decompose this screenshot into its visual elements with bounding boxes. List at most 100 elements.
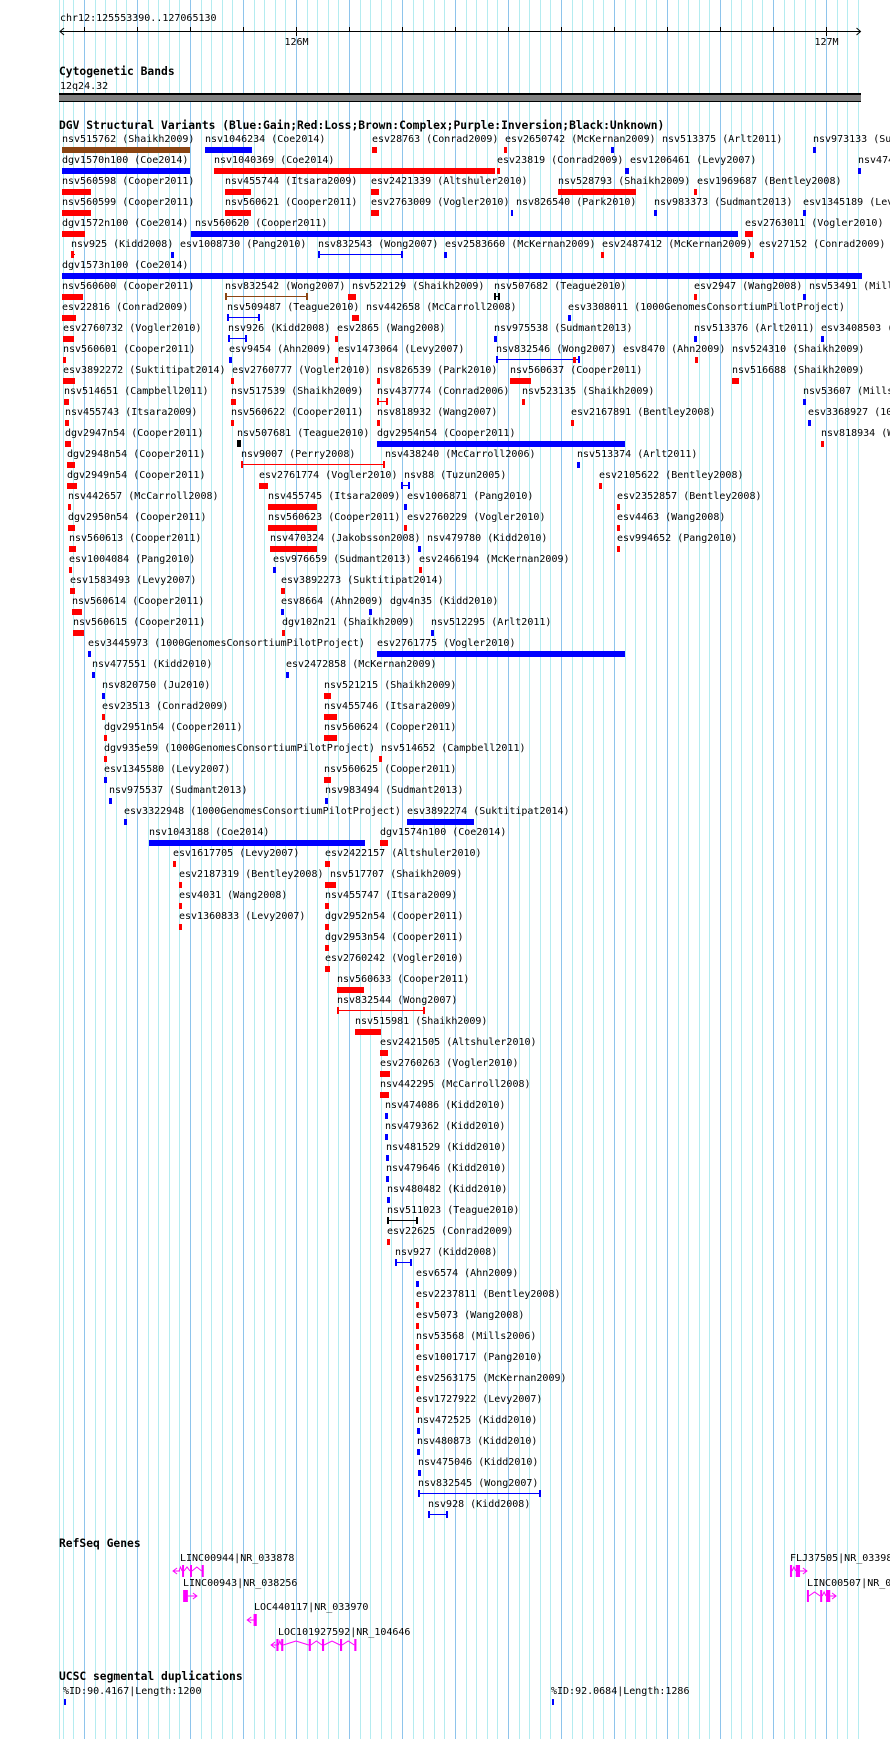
variant-label[interactable]: nsv455744 (Itsara2009) [225, 176, 358, 187]
variant-label[interactable]: nsv560599 (Cooper2011) [62, 197, 195, 208]
variant-label[interactable]: dgv4n35 (Kidd2010) [390, 596, 499, 607]
variant-span-line[interactable] [337, 1010, 425, 1011]
variant-label[interactable]: nsv927 (Kidd2008) [395, 1247, 498, 1258]
variant-label[interactable]: nsv560614 (Cooper2011) [72, 596, 205, 607]
variant-bar[interactable] [231, 378, 234, 384]
variant-label[interactable]: nsv53491 (Mills2006) [809, 281, 890, 292]
variant-label[interactable]: nsv455746 (Itsara2009) [324, 701, 457, 712]
variant-bar[interactable] [325, 924, 329, 930]
variant-label[interactable]: dgv2950n54 (Cooper2011) [68, 512, 207, 523]
variant-label[interactable]: nsv479362 (Kidd2010) [385, 1121, 506, 1132]
variant-label[interactable]: esv23513 (Conrad2009) [102, 701, 229, 712]
variant-label[interactable]: nsv983373 (Sudmant2013) [654, 197, 793, 208]
variant-label[interactable]: nsv512295 (Arlt2011) [431, 617, 552, 628]
variant-bar[interactable] [282, 630, 285, 636]
variant-label[interactable]: nsv515762 (Shaikh2009) [62, 134, 195, 145]
variant-bar[interactable] [355, 1029, 381, 1035]
variant-bar[interactable] [171, 252, 174, 258]
variant-bar[interactable] [65, 441, 71, 447]
variant-bar[interactable] [179, 924, 182, 930]
variant-bar[interactable] [558, 189, 636, 195]
variant-bar[interactable] [577, 462, 580, 468]
variant-label[interactable]: nsv474086 (Kidd2010) [385, 1100, 506, 1111]
variant-label[interactable]: nsv480482 (Kidd2010) [387, 1184, 508, 1195]
variant-bar[interactable] [64, 399, 69, 405]
variant-bar[interactable] [281, 609, 284, 615]
variant-span-line[interactable] [418, 1493, 541, 1494]
variant-bar[interactable] [511, 210, 513, 216]
variant-label[interactable]: esv2760263 (Vogler2010) [380, 1058, 519, 1069]
variant-label[interactable]: nsv975538 (Sudmant2013) [494, 323, 633, 334]
variant-bar[interactable] [573, 357, 576, 363]
variant-label[interactable]: nsv437774 (Conrad2006) [377, 386, 510, 397]
variant-bar[interactable] [571, 420, 574, 426]
variant-bar[interactable] [325, 903, 329, 909]
variant-span-line[interactable] [318, 254, 402, 255]
variant-label[interactable]: nsv832544 (Wong2007) [337, 995, 458, 1006]
variant-bar[interactable] [124, 819, 127, 825]
variant-bar[interactable] [387, 1239, 390, 1245]
segdup-label[interactable]: %ID:90.4167|Length:1200 [63, 1686, 202, 1697]
segdup-bar[interactable] [552, 1699, 554, 1705]
variant-bar[interactable] [419, 567, 422, 573]
variant-bar[interactable] [625, 168, 629, 174]
variant-label[interactable]: nsv521215 (Shaikh2009) [324, 680, 457, 691]
variant-bar[interactable] [62, 147, 190, 153]
variant-bar[interactable] [821, 336, 824, 342]
variant-label[interactable]: esv4463 (Wang2008) [617, 512, 726, 523]
variant-bar[interactable] [694, 294, 697, 300]
variant-bar[interactable] [380, 1092, 389, 1098]
variant-label[interactable]: nsv820750 (Ju2010) [102, 680, 211, 691]
variant-label[interactable]: esv1006871 (Pang2010) [407, 491, 534, 502]
variant-label[interactable]: nsv560633 (Cooper2011) [337, 974, 470, 985]
variant-label[interactable]: esv27152 (Conrad2009) [759, 239, 886, 250]
variant-label[interactable]: esv2760732 (Vogler2010) [63, 323, 202, 334]
variant-label[interactable]: esv2421505 (Altshuler2010) [380, 1037, 537, 1048]
variant-label[interactable]: nsv442657 (McCarroll2008) [68, 491, 219, 502]
variant-label[interactable]: esv2865 (Wang2008) [337, 323, 446, 334]
variant-label[interactable]: nsv973133 (Sudmant2013) [813, 134, 890, 145]
variant-span-line[interactable] [241, 464, 384, 465]
dgv-track-title[interactable]: DGV Structural Variants (Blue:Gain;Red:L… [59, 119, 665, 132]
variant-bar[interactable] [417, 1428, 420, 1434]
variant-label[interactable]: esv994652 (Pang2010) [617, 533, 738, 544]
variant-bar[interactable] [416, 1386, 419, 1392]
segdup-track-title[interactable]: UCSC segmental duplications [59, 1670, 243, 1683]
variant-label[interactable]: dgv2952n54 (Cooper2011) [325, 911, 464, 922]
variant-label[interactable]: nsv480873 (Kidd2010) [417, 1436, 538, 1447]
variant-bar[interactable] [386, 1176, 389, 1182]
variant-label[interactable]: nsv926 (Kidd2008) [228, 323, 331, 334]
variant-label[interactable]: nsv509487 (Teague2010) [227, 302, 360, 313]
variant-bar[interactable] [65, 420, 69, 426]
variant-bar[interactable] [102, 693, 105, 699]
variant-bar[interactable] [270, 546, 317, 552]
variant-label[interactable]: esv2237811 (Bentley2008) [416, 1289, 561, 1300]
variant-bar[interactable] [352, 315, 359, 321]
variant-label[interactable]: esv2105622 (Bentley2008) [599, 470, 744, 481]
variant-bar[interactable] [325, 945, 329, 951]
variant-bar[interactable] [229, 357, 232, 363]
variant-bar[interactable] [377, 420, 380, 426]
variant-bar[interactable] [324, 693, 331, 699]
variant-label[interactable]: esv1206461 (Levy2007) [630, 155, 757, 166]
cytoband-track-title[interactable]: Cytogenetic Bands [59, 65, 175, 78]
variant-label[interactable]: dgv2954n54 (Cooper2011) [377, 428, 516, 439]
variant-bar[interactable] [324, 714, 337, 720]
variant-label[interactable]: nsv560613 (Cooper2011) [69, 533, 202, 544]
variant-label[interactable]: esv2763011 (Vogler2010) [745, 218, 884, 229]
variant-label[interactable]: dgv2953n54 (Cooper2011) [325, 932, 464, 943]
variant-bar[interactable] [510, 378, 531, 384]
variant-bar[interactable] [418, 1470, 421, 1476]
variant-bar[interactable] [109, 798, 112, 804]
variant-label[interactable]: dgv1572n100 (Coe2014) [62, 218, 189, 229]
variant-label[interactable]: esv1008730 (Pang2010) [180, 239, 307, 250]
variant-bar[interactable] [104, 756, 107, 762]
variant-bar[interactable] [404, 504, 407, 510]
variant-label[interactable]: nsv475046 (Kidd2010) [418, 1457, 539, 1468]
variant-bar[interactable] [695, 357, 698, 363]
variant-bar[interactable] [335, 336, 338, 342]
variant-bar[interactable] [62, 210, 91, 216]
variant-label[interactable]: nsv560615 (Cooper2011) [73, 617, 206, 628]
variant-label[interactable]: esv3892273 (Suktitipat2014) [281, 575, 444, 586]
variant-span-line[interactable] [227, 317, 260, 318]
